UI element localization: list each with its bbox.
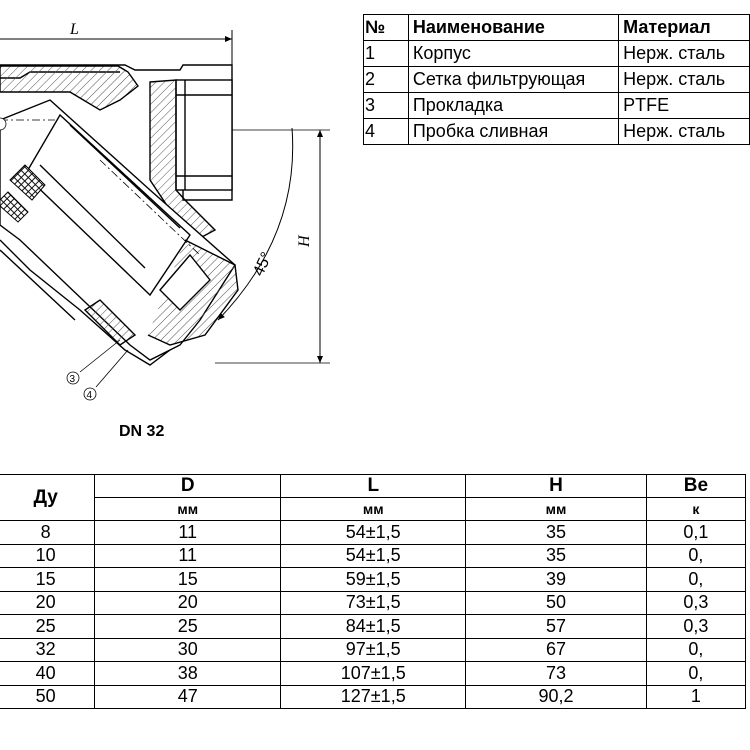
cell-h: 67 [465, 637, 647, 662]
materials-cell: 4 [363, 118, 409, 145]
dim-l-label: L [69, 21, 79, 38]
cell-weight: 0,1 [645, 520, 747, 545]
cell-dy: 15 [0, 567, 96, 592]
table-row: 50 47 127±1,5 90,2 1 [0, 684, 747, 709]
table-row: 32 30 97±1,5 67 0, [0, 637, 747, 662]
table-row: 8 11 54±1,5 35 0,1 [0, 520, 747, 545]
dimensions-units-row: мм мм мм к [0, 497, 747, 521]
cell-weight: 0, [645, 661, 747, 686]
materials-cell: 2 [363, 66, 409, 93]
cell-h: 39 [465, 567, 647, 592]
cell-dy: 10 [0, 543, 96, 568]
dimension-h: H [215, 129, 330, 364]
callout-4-label: 4 [87, 390, 93, 401]
header-l: L [280, 474, 467, 498]
cell-l: 107±1,5 [280, 661, 467, 686]
materials-header-no: № [363, 14, 409, 41]
callout-4: 4 [83, 349, 129, 401]
unit-d: мм [94, 497, 282, 521]
materials-cell: 1 [363, 40, 409, 67]
cell-weight: 1 [645, 684, 747, 709]
cell-d: 11 [94, 543, 282, 568]
materials-header-row: № Наименование Материал [363, 14, 750, 41]
header-h: H [465, 474, 647, 498]
materials-row: 3 Прокладка PTFE [363, 92, 750, 119]
cell-l: 59±1,5 [280, 567, 467, 592]
cell-d: 38 [94, 661, 282, 686]
cell-dy: 32 [0, 637, 96, 662]
cell-weight: 0,3 [645, 614, 747, 639]
materials-cell: Сетка фильтрующая [407, 66, 620, 93]
dimensions-table: Ду D L H Ве мм мм мм к 8 11 54±1,5 35 0,… [0, 474, 747, 709]
cell-d: 47 [94, 684, 282, 709]
materials-cell: PTFE [618, 92, 750, 119]
cell-dy: 20 [0, 590, 96, 615]
materials-cell: Корпус [407, 40, 620, 67]
cell-d: 20 [94, 590, 282, 615]
cell-l: 73±1,5 [280, 590, 467, 615]
materials-row: 2 Сетка фильтрующая Нерж. сталь [363, 66, 750, 93]
cell-h: 57 [465, 614, 647, 639]
callout-3: 3 [66, 339, 121, 385]
cell-dy: 40 [0, 661, 96, 686]
cell-weight: 0, [645, 567, 747, 592]
filter-drawing: L H [0, 21, 330, 401]
angle-label: 45° [250, 250, 276, 279]
materials-cell: Пробка сливная [407, 118, 620, 145]
cell-l: 54±1,5 [280, 520, 467, 545]
header-weight: Ве [645, 474, 747, 498]
cell-h: 73 [465, 661, 647, 686]
cell-h: 90,2 [465, 684, 647, 709]
table-row: 20 20 73±1,5 50 0,3 [0, 590, 747, 615]
materials-cell: 3 [363, 92, 409, 119]
cell-d: 25 [94, 614, 282, 639]
cell-l: 127±1,5 [280, 684, 467, 709]
dimension-l: L [0, 21, 233, 70]
cell-l: 84±1,5 [280, 614, 467, 639]
cell-l: 97±1,5 [280, 637, 467, 662]
materials-cell: Нерж. сталь [618, 66, 750, 93]
callout-3-label: 3 [70, 374, 76, 385]
materials-cell: Прокладка [407, 92, 620, 119]
cell-weight: 0, [645, 637, 747, 662]
filter-mesh [0, 164, 46, 223]
dimensions-header-row: Ду D L H Ве [0, 474, 747, 521]
callout-2-marker [0, 117, 7, 131]
cell-dy: 25 [0, 614, 96, 639]
table-row: 40 38 107±1,5 73 0, [0, 661, 747, 686]
materials-cell: Нерж. сталь [618, 118, 750, 145]
unit-h: мм [465, 497, 647, 521]
cell-h: 35 [465, 543, 647, 568]
cell-d: 30 [94, 637, 282, 662]
materials-header-name: Наименование [407, 14, 620, 41]
unit-l: мм [280, 497, 467, 521]
dim-h-label: H [296, 234, 313, 248]
cell-weight: 0, [645, 543, 747, 568]
cell-weight: 0,3 [645, 590, 747, 615]
header-dy: Ду [0, 474, 96, 521]
cell-d: 11 [94, 520, 282, 545]
header-d: D [94, 474, 282, 498]
cell-dy: 8 [0, 520, 96, 545]
materials-cell: Нерж. сталь [618, 40, 750, 67]
filter-body [0, 64, 239, 366]
table-row: 25 25 84±1,5 57 0,3 [0, 614, 747, 639]
table-row: 10 11 54±1,5 35 0, [0, 543, 747, 568]
cell-h: 35 [465, 520, 647, 545]
cell-l: 54±1,5 [280, 543, 467, 568]
cell-dy: 50 [0, 684, 96, 709]
materials-row: 1 Корпус Нерж. сталь [363, 40, 750, 67]
unit-weight: к [645, 497, 747, 521]
materials-table: № Наименование Материал 1 Корпус Нерж. с… [363, 14, 750, 145]
table-row: 15 15 59±1,5 39 0, [0, 567, 747, 592]
materials-row: 4 Пробка сливная Нерж. сталь [363, 118, 750, 145]
cell-h: 50 [465, 590, 647, 615]
drawing-caption: DN 32 [119, 423, 165, 440]
materials-header-material: Материал [618, 14, 750, 41]
cell-d: 15 [94, 567, 282, 592]
